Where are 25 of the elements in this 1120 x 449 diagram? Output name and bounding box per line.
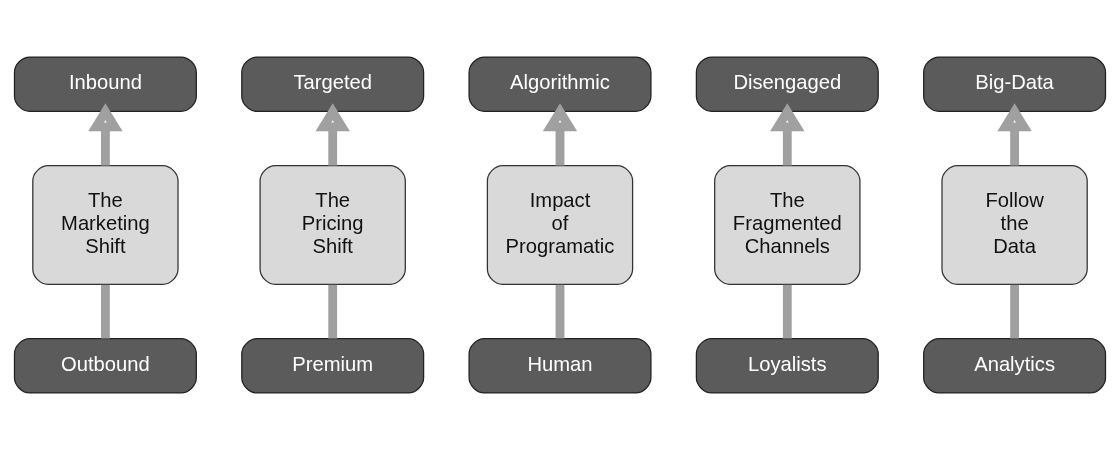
node-box: Algorithmic [468, 55, 652, 112]
node-box: Premium [241, 337, 425, 394]
node-box: The Marketing Shift [32, 164, 179, 285]
node-box: Follow the Data [941, 164, 1088, 285]
node-box: The Fragmented Channels [714, 164, 861, 285]
node-box: Impact of Programatic [486, 164, 634, 285]
connector [1010, 284, 1019, 338]
connector [328, 284, 338, 338]
arrow [542, 102, 578, 165]
node-box: Big-Data [923, 55, 1107, 112]
node-box: Outbound [13, 337, 197, 394]
arrow [88, 102, 123, 165]
node-box: Human [468, 337, 652, 394]
arrow [315, 102, 350, 165]
connector [782, 284, 792, 338]
arrow [997, 102, 1032, 165]
node-box: Inbound [13, 55, 197, 112]
node-box: Disengaged [695, 55, 879, 112]
connector [555, 284, 565, 338]
node-box: The Pricing Shift [259, 164, 406, 285]
node-box: Loyalists [695, 337, 879, 394]
node-box: Targeted [241, 55, 425, 112]
connector [101, 284, 110, 338]
node-box: Analytics [923, 337, 1107, 394]
arrow [770, 102, 805, 165]
